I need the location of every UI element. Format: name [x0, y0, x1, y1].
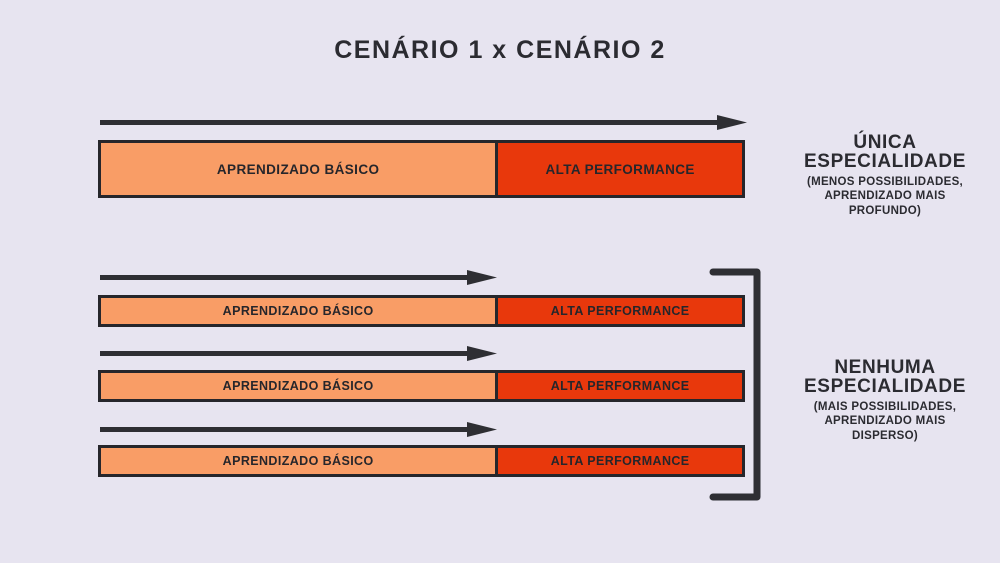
scenario2-caption-subtitle: (MAIS POSSIBILIDADES, APRENDIZADO MAIS D… [772, 400, 998, 443]
scenario2-caption-title-line1: NENHUMA [834, 357, 936, 378]
scenario2-bar-3: APRENDIZADO BÁSICO ALTA PERFORMANCE [98, 445, 745, 477]
scenario1-bar: APRENDIZADO BÁSICO ALTA PERFORMANCE [98, 140, 745, 198]
scenario2-bar-2: APRENDIZADO BÁSICO ALTA PERFORMANCE [98, 370, 745, 402]
high-performance-segment: ALTA PERFORMANCE [495, 373, 742, 399]
timeline-arrow-short-2 [100, 346, 497, 361]
scenario2-caption: NENHUMA ESPECIALIDADE (MAIS POSSIBILIDAD… [772, 358, 998, 443]
timeline-arrow-full [100, 115, 747, 130]
basic-learning-segment: APRENDIZADO BÁSICO [101, 373, 496, 399]
page-title: CENÁRIO 1 x CENÁRIO 2 [334, 36, 666, 64]
scenario2-subtitle-line2: APRENDIZADO MAIS [824, 415, 946, 428]
scenario1-subtitle-line1: (MENOS POSSIBILIDADES, [806, 175, 964, 188]
scenario1-subtitle-line3: PROFUNDO) [848, 204, 922, 217]
basic-learning-segment: APRENDIZADO BÁSICO [101, 298, 496, 324]
scenario1-caption: ÚNICA ESPECIALIDADE (MENOS POSSIBILIDADE… [772, 133, 998, 218]
basic-learning-segment: APRENDIZADO BÁSICO [101, 448, 496, 474]
high-performance-segment: ALTA PERFORMANCE [495, 143, 742, 195]
grouping-bracket [709, 268, 761, 501]
scenario1-subtitle-line2: APRENDIZADO MAIS [824, 190, 946, 203]
scenario1-caption-subtitle: (MENOS POSSIBILIDADES, APRENDIZADO MAIS … [772, 175, 998, 218]
high-performance-segment: ALTA PERFORMANCE [495, 448, 742, 474]
scenario2-bar-1: APRENDIZADO BÁSICO ALTA PERFORMANCE [98, 295, 745, 327]
scenario2-subtitle-line3: DISPERSO) [852, 429, 918, 442]
high-performance-segment: ALTA PERFORMANCE [495, 298, 742, 324]
scenario1-caption-title-line1: ÚNICA [853, 132, 917, 153]
basic-learning-segment: APRENDIZADO BÁSICO [101, 143, 496, 195]
scenario1-caption-title-line2: ESPECIALIDADE [804, 151, 966, 173]
timeline-arrow-short-1 [100, 270, 497, 285]
scenario2-caption-title-line2: ESPECIALIDADE [804, 376, 966, 398]
scenario2-subtitle-line1: (MAIS POSSIBILIDADES, [813, 400, 957, 413]
timeline-arrow-short-3 [100, 422, 497, 437]
